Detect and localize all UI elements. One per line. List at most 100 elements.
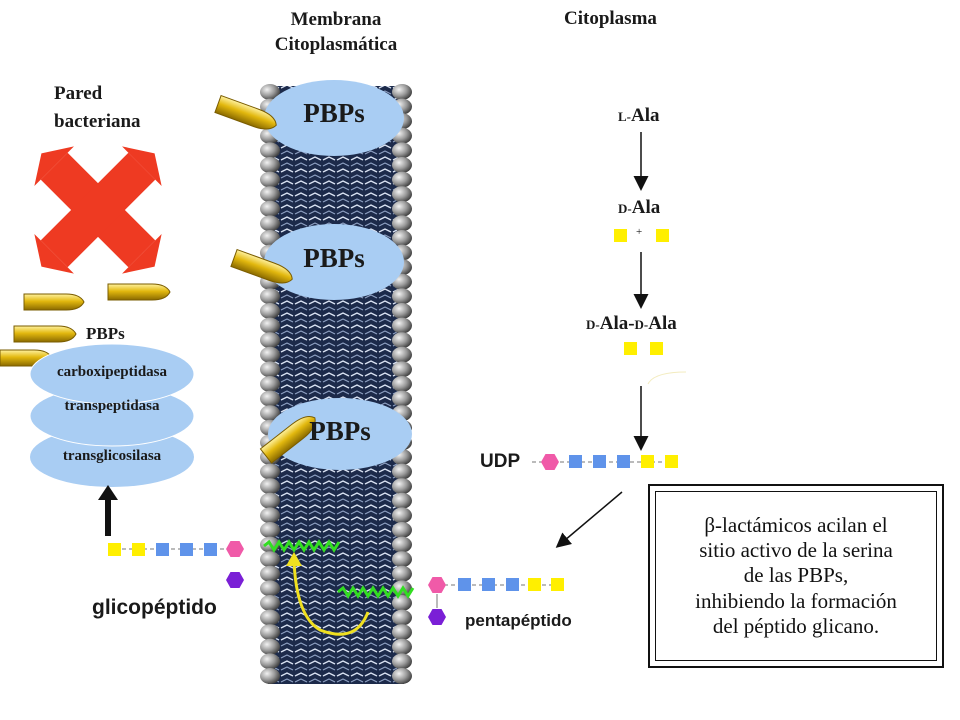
glycopeptide-label: glicopéptido	[92, 596, 217, 619]
membrane-bead	[392, 142, 412, 159]
flip-arrow-head	[286, 552, 302, 566]
d-ala-unit	[656, 229, 669, 242]
info-line-5: del péptido glicano.	[712, 613, 880, 638]
flip-arrow	[292, 559, 370, 636]
membrane-bead	[392, 463, 412, 480]
membrane-pbp-1	[264, 80, 404, 156]
info-box-text: β-lactámicos acilan el sitio activo de l…	[695, 513, 897, 639]
peptide-unit	[593, 455, 606, 468]
membrane-bead	[260, 405, 280, 422]
faint-curve	[647, 371, 687, 385]
membrane-bead	[392, 332, 412, 349]
membrane-bead	[260, 142, 280, 159]
membrane-bead	[260, 171, 280, 188]
membrane-bead	[260, 376, 280, 392]
d-ala-unit	[650, 342, 663, 355]
peptide-unit	[506, 578, 519, 591]
membrane-bead	[260, 565, 280, 582]
membrane-bead	[260, 478, 280, 495]
membrane-bead	[392, 595, 412, 611]
membrane-pbp-label: PBPs	[303, 243, 365, 273]
membrane-bead	[260, 186, 280, 203]
membrane-bead	[392, 565, 412, 582]
membrane-bead	[392, 200, 412, 217]
pentapeptide-label: pentapéptido	[465, 611, 572, 630]
peptide-unit	[180, 543, 193, 556]
membrane-bead	[260, 580, 280, 597]
membrane-bead	[392, 288, 412, 305]
membrane-bead	[260, 668, 280, 684]
membrane-bead	[260, 551, 280, 568]
membrane-bead	[392, 230, 412, 246]
glycopeptide-sugar-unit	[226, 572, 244, 588]
membrane-beads-right	[392, 84, 412, 684]
peptide-unit	[641, 455, 654, 468]
d-ala-d-ala-label: D-Ala-D-Ala	[586, 313, 677, 335]
enzyme-label-carboxipeptidasa: carboxipeptidasa	[56, 364, 167, 380]
membrane-bead	[260, 595, 280, 611]
d-ala-unit	[624, 342, 637, 355]
peptide-unit	[617, 455, 630, 468]
peptide-unit	[156, 543, 169, 556]
peptide-unit	[551, 578, 564, 591]
membrane-bead	[260, 332, 280, 349]
peptide-unit	[482, 578, 495, 591]
membrane-bead	[392, 157, 412, 173]
d-ala-d-ala-name2: Ala	[648, 313, 677, 334]
udp-label: UDP	[480, 451, 521, 472]
info-line-1: β-lactámicos acilan el	[695, 513, 897, 538]
membrane-bead	[260, 346, 280, 363]
membrane-pbp-3	[268, 398, 412, 470]
membrane-bead	[392, 215, 412, 232]
d-ala-d-ala-prefix1: D-	[586, 317, 600, 332]
glycopeptide-sugar-unit	[226, 541, 244, 557]
info-box-inner: β-lactámicos acilan el sitio activo de l…	[655, 491, 937, 661]
membrane-bead	[260, 84, 280, 100]
peptide-unit	[108, 543, 121, 556]
broken-wall-cross-icon	[34, 146, 162, 274]
pbp-stack-title: PBPs	[86, 324, 125, 343]
peptide-unit	[528, 578, 541, 591]
membrane-beads-left	[260, 84, 280, 684]
membrane-bead	[260, 463, 280, 480]
peptide-unit	[132, 543, 145, 556]
info-line-1-text: -lactámicos acilan el	[715, 513, 888, 538]
l-ala-name: Ala	[631, 105, 660, 126]
udp-sugar-unit	[541, 454, 559, 470]
membrane-bead	[260, 361, 280, 378]
enzyme-ellipse-carboxipeptidasa	[29, 343, 195, 405]
membrane-bead	[260, 200, 280, 217]
l-ala-prefix: L-	[618, 109, 631, 124]
d-ala-d-ala-mid: Ala-	[599, 313, 635, 334]
membrane-bead	[392, 361, 412, 378]
d-ala-label: D-Ala	[618, 197, 660, 219]
info-line-2: sitio activo de la serina	[699, 538, 893, 563]
membrane-bead	[392, 624, 412, 641]
peptide-unit	[569, 455, 582, 468]
membrane-bead	[260, 215, 280, 232]
membrane-bead	[260, 609, 280, 626]
membrane-bead	[392, 653, 412, 670]
beta-lactam-bullet-icon	[13, 325, 77, 343]
beta-lactam-bullet-icon	[259, 415, 316, 464]
l-ala-label: L-Ala	[618, 105, 660, 127]
info-box: β-lactámicos acilan el sitio activo de l…	[648, 484, 944, 668]
membrane-bead	[392, 492, 412, 509]
membrane-bead	[392, 376, 412, 392]
membrane-bead	[392, 522, 412, 538]
membrane-bead	[392, 186, 412, 203]
membrane-bead	[260, 390, 280, 407]
beta-lactam-bullet-icon	[230, 248, 293, 284]
membrane-bead	[260, 288, 280, 305]
wall-label-line2: bacteriana	[54, 110, 141, 132]
enzyme-label-transpeptidasa: transpeptidasa	[64, 398, 160, 414]
assembly-arrow-shaft	[105, 498, 111, 536]
membrane-bead	[260, 624, 280, 641]
peptide-unit	[458, 578, 471, 591]
membrane-bead	[392, 638, 412, 655]
membrane-bead	[392, 317, 412, 334]
d-ala-d-ala-prefix2: D-	[634, 317, 649, 332]
assembly-arrow-head	[98, 485, 118, 500]
peptide-unit	[204, 543, 217, 556]
membrane-bead	[260, 653, 280, 670]
